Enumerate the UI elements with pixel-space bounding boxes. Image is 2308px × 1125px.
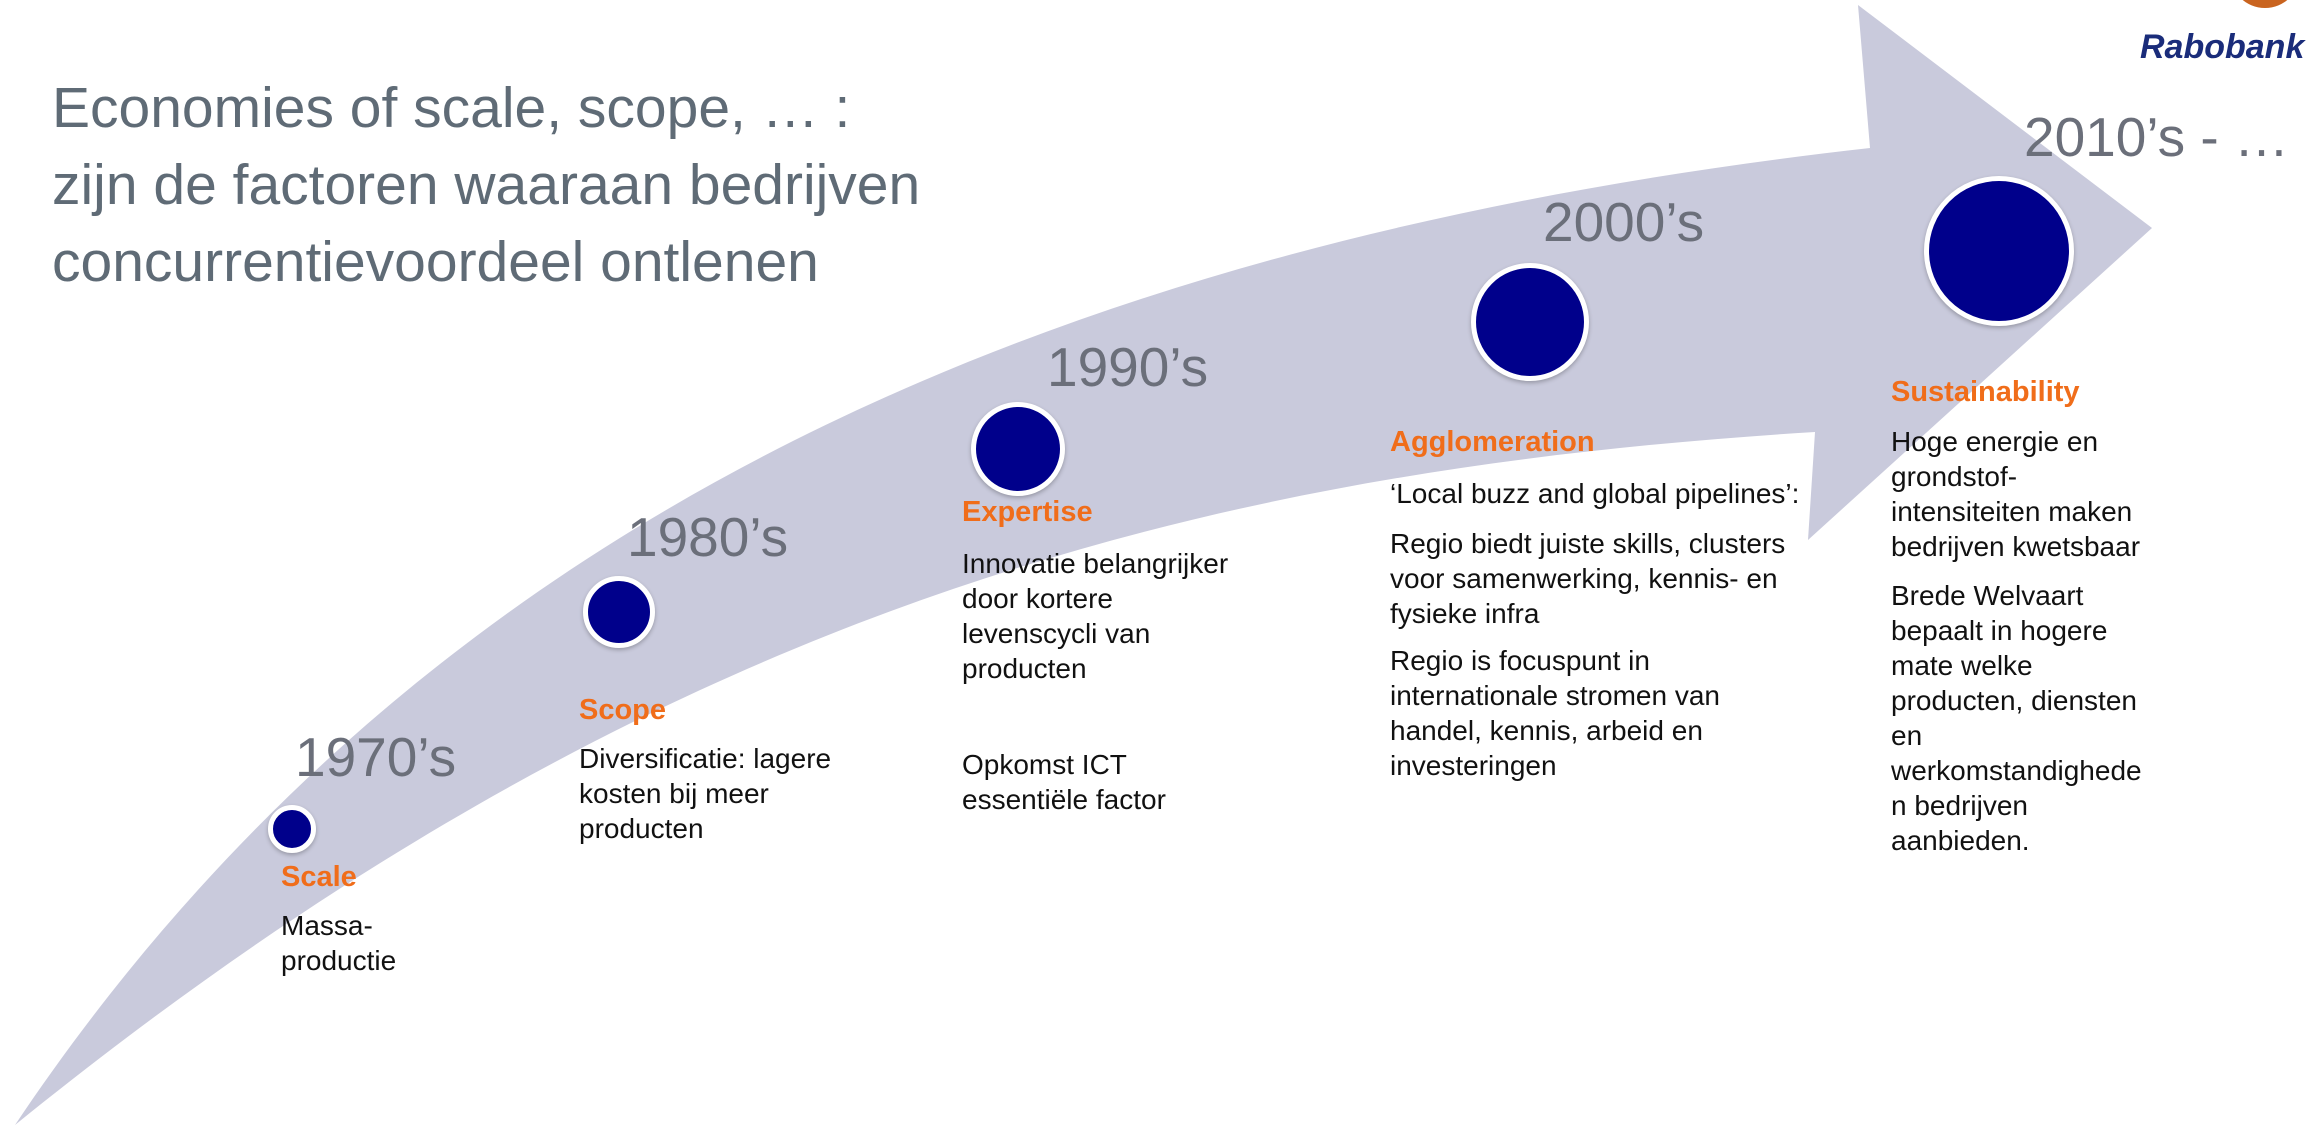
stage-heading-scope: Scope bbox=[579, 694, 667, 726]
era-2000s: 2000’s bbox=[1543, 191, 1705, 253]
title-line-3: concurrentievoordeel ontlenen bbox=[52, 230, 819, 294]
timeline-dot-1980s bbox=[583, 576, 655, 648]
stage-text-sustainability-1: Hoge energie en grondstof- intensiteiten… bbox=[1891, 426, 2141, 562]
stage-heading-agglomeration: Agglomeration bbox=[1390, 426, 1595, 458]
timeline-dot-2000s bbox=[1471, 263, 1589, 381]
stage-text-agglomeration-2: Regio biedt juiste skills, clusters voor… bbox=[1390, 528, 1786, 629]
rabobank-logo: Rabobank bbox=[2140, 28, 2305, 66]
stage-heading-expertise: Expertise bbox=[962, 496, 1093, 528]
timeline-dot-1970s bbox=[268, 805, 316, 853]
stage-text-sustainability-2: Brede Welvaart bepaalt in hogere mate we… bbox=[1891, 580, 2142, 856]
era-1990s: 1990’s bbox=[1047, 336, 1209, 398]
stage-text-expertise-1: Innovatie belangrijker door kortere leve… bbox=[962, 548, 1229, 684]
arrow-body bbox=[15, 5, 2152, 1125]
era-1970s: 1970’s bbox=[295, 726, 457, 788]
stage-text-agglomeration-3: Regio is focuspunt in internationale str… bbox=[1390, 645, 1720, 781]
rabobank-logo-mark bbox=[2230, 0, 2300, 8]
timeline-dot-2010s bbox=[1924, 176, 2074, 326]
slide-title: Economies of scale, scope, … : zijn de f… bbox=[52, 70, 920, 301]
stage-heading-sustainability: Sustainability bbox=[1891, 376, 2080, 408]
title-line-1: Economies of scale, scope, … : bbox=[52, 76, 851, 140]
stage-text-scale: Massa- productie bbox=[281, 910, 397, 976]
era-1980s: 1980’s bbox=[627, 506, 789, 568]
stage-text-scope: Diversificatie: lagere kosten bij meer p… bbox=[579, 743, 832, 844]
title-line-2: zijn de factoren waaraan bedrijven bbox=[52, 153, 921, 217]
stage-heading-scale: Scale bbox=[281, 861, 357, 893]
stage-text-expertise-2: Opkomst ICT essentiële factor bbox=[962, 749, 1166, 815]
timeline-dot-1990s bbox=[971, 402, 1065, 496]
stage-text-agglomeration-1: ‘Local buzz and global pipelines’: bbox=[1390, 478, 1800, 509]
era-2010s: 2010’s - … bbox=[2024, 106, 2289, 168]
